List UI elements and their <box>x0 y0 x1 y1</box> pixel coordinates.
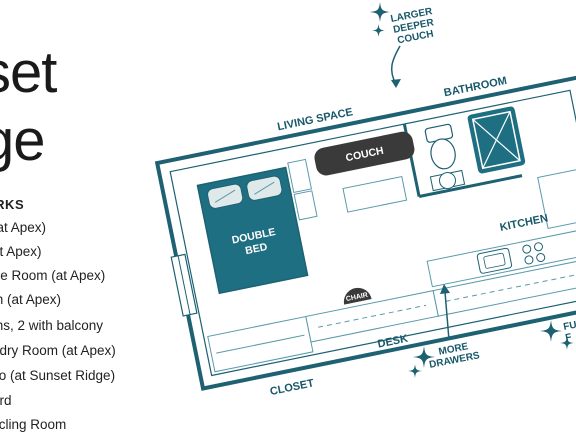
closet-label: CLOSET <box>269 377 315 398</box>
perk-item: ndry Room (at Apex) <box>0 343 116 358</box>
sparkle-icon <box>372 24 385 37</box>
stove-burner <box>522 244 532 254</box>
coffee-table <box>342 175 408 213</box>
kitchen-label: KITCHEN <box>499 212 549 234</box>
callout-arrow <box>390 45 401 85</box>
fridge <box>537 168 576 230</box>
apartment-room: DOUBLE BED COUCH CHAIR LIVING SPACE <box>154 75 576 398</box>
nightstand <box>287 158 313 194</box>
desk-label: DESK <box>377 333 409 351</box>
perk-item: at Apex) <box>0 244 42 259</box>
callout-arrow <box>444 291 450 341</box>
sparkle-icon <box>370 2 390 22</box>
stove-burner <box>524 255 534 265</box>
chair-label: CHAIR <box>345 292 368 303</box>
toilet-bowl <box>430 138 456 170</box>
couch <box>314 131 415 176</box>
sparkle-icon <box>540 320 562 342</box>
perks-heading: ERKS <box>0 197 25 212</box>
perk-item: tre Room (at Apex) <box>0 268 106 283</box>
stove-burner <box>534 242 544 252</box>
perk-item: ycling Room <box>0 417 67 432</box>
edge-callout-line-1: FU <box>562 320 576 333</box>
perk-item: (at Apex) <box>0 220 47 235</box>
perk-item: ms, 2 with balcony <box>0 318 104 333</box>
stove-burner <box>536 253 546 263</box>
perk-item: m (at Apex) <box>0 292 62 307</box>
page-title-line-2: ge <box>0 108 46 173</box>
edge-callout-line-2: F <box>564 332 572 344</box>
room-inner-wall <box>169 89 576 377</box>
page-title-line-1: set <box>0 40 57 105</box>
kitchen-counter <box>426 226 576 288</box>
chair <box>343 287 372 305</box>
sparkle-icon <box>408 364 422 378</box>
perk-item: ard <box>0 393 12 408</box>
perk-item: tio (at Sunset Ridge) <box>0 368 116 383</box>
bed-label-line-2: BED <box>244 241 269 257</box>
shelf <box>293 190 318 221</box>
